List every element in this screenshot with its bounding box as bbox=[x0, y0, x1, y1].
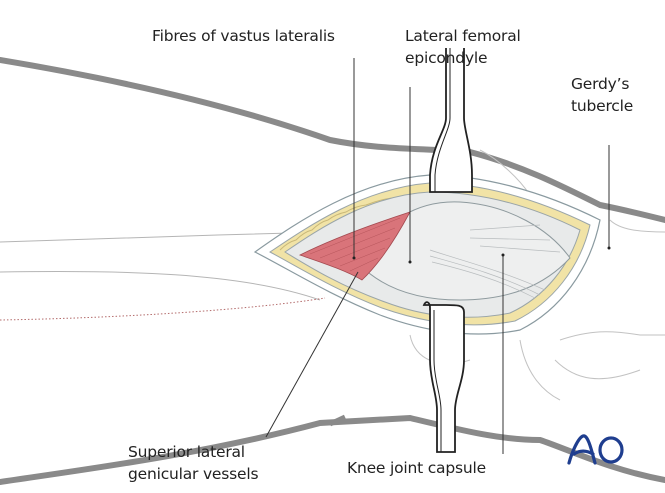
retractor-upper bbox=[429, 48, 473, 193]
retractor-lower-inner bbox=[433, 310, 442, 452]
knee-contour-3 bbox=[519, 339, 561, 401]
label-vessels-line2: genicular vessels bbox=[128, 465, 259, 483]
leader-dot-vastus bbox=[352, 256, 356, 260]
muscle-striations bbox=[309, 217, 401, 272]
label-gerdy-line2: tubercle bbox=[571, 97, 634, 115]
ao-logo bbox=[567, 434, 624, 465]
tibia-contour bbox=[559, 331, 665, 341]
gerdy-contour bbox=[609, 219, 665, 233]
label-knee-joint-capsule: Knee joint capsule bbox=[347, 459, 486, 477]
leader-dot-gerdy bbox=[607, 246, 611, 250]
label-vastus-lateralis: Fibres of vastus lateralis bbox=[152, 27, 335, 45]
thigh-lower-outline bbox=[0, 414, 665, 485]
femur-contour-lower bbox=[0, 270, 321, 301]
label-vessels-line1: Superior lateral bbox=[128, 443, 245, 461]
lower-branch bbox=[328, 414, 347, 427]
thigh-upper-outline bbox=[0, 57, 665, 223]
label-epicondyle-line2: epicondyle bbox=[405, 49, 488, 67]
lcl-fibres bbox=[429, 224, 561, 299]
label-gerdy-line1: Gerdy’s bbox=[571, 75, 630, 93]
leader-vessels bbox=[265, 271, 359, 438]
leader-dot-epicondyle bbox=[408, 260, 412, 264]
vastus-lateralis-fibres bbox=[298, 211, 411, 281]
leader-dot-capsule bbox=[501, 253, 505, 257]
retractor-upper-inner bbox=[434, 48, 451, 192]
label-epicondyle-line1: Lateral femoral bbox=[405, 27, 521, 45]
patella-dotted bbox=[0, 297, 326, 321]
tibia-contour-2 bbox=[554, 359, 641, 380]
